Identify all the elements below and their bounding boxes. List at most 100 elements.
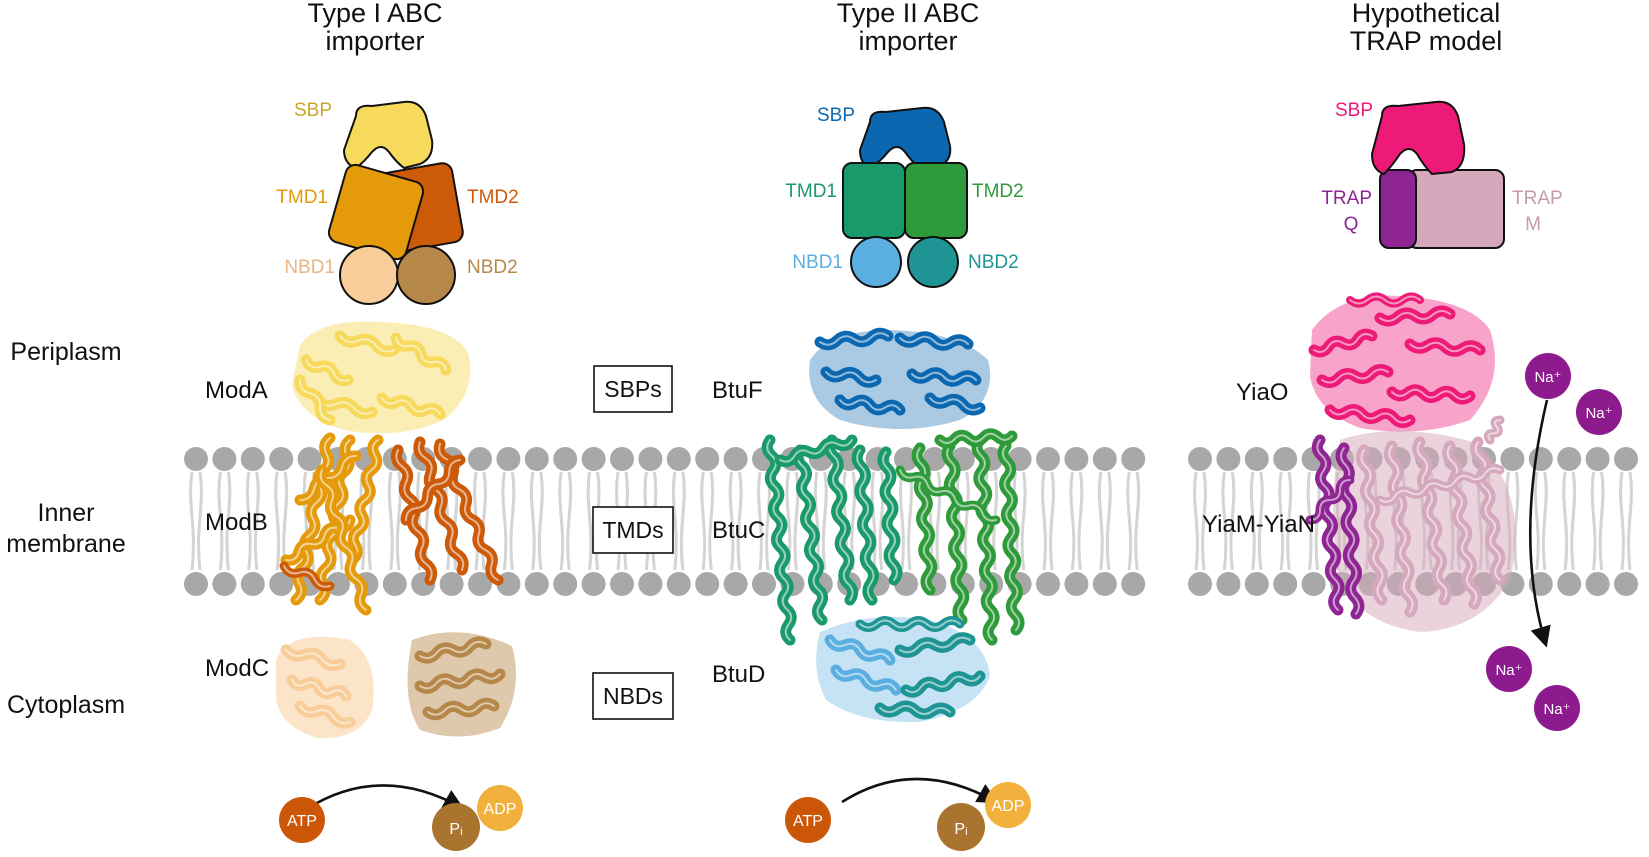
helix-highlight [899, 636, 971, 654]
lipid-tail [728, 471, 743, 571]
helix-highlight [946, 445, 965, 621]
helix-highlight [796, 449, 824, 621]
trap-q-shape [1379, 169, 1417, 249]
lipid-head [752, 572, 776, 596]
helix-highlight [305, 359, 349, 382]
legend-box-sbps: SBPs [593, 365, 673, 413]
helix-highlight [1487, 419, 1501, 441]
helix-highlight [1379, 467, 1501, 503]
type2-adp-label: ADP [992, 798, 1025, 815]
type2-atp-circle [785, 797, 831, 843]
helix-highlight [839, 399, 901, 411]
helix-highlight [825, 371, 877, 384]
lipid-head [468, 572, 492, 596]
legend-box-tmds: TMDs [592, 506, 674, 554]
na-ion-3 [1486, 646, 1532, 692]
protein-label-modb: ModB [205, 509, 268, 536]
helix-highlight [1446, 445, 1478, 605]
helix-highlight [351, 439, 379, 561]
lipid-head [1188, 572, 1212, 596]
lipid-head [1273, 447, 1298, 471]
lipid-head [1614, 572, 1638, 596]
lipid-tail [501, 471, 516, 571]
helix-highlight [779, 439, 853, 463]
svg-text:Type II ABC: Type II ABC [837, 0, 980, 28]
protein-label-yiam-yian: YiaM-YiaN [1202, 511, 1315, 538]
lipid-head [1064, 447, 1089, 471]
lipid-head [695, 447, 720, 471]
type1-nbd1-shape [339, 245, 399, 305]
lipid-head [1188, 447, 1212, 471]
type1-nbd2-shape [396, 245, 456, 305]
lipid-head [382, 572, 407, 596]
type2-pi-label: Pᵢ [954, 821, 967, 838]
helix-highlight [1391, 388, 1471, 401]
helix-highlight [299, 705, 351, 725]
protein-label-btud: BtuD [712, 661, 765, 688]
helix-highlight [1409, 341, 1481, 353]
helix-highlight [1379, 310, 1451, 322]
type2-adp-circle [985, 782, 1031, 828]
type1-hydrolysis-arrow [304, 784, 465, 812]
type2-hydrolysis-arrow [841, 777, 999, 804]
lipid-head [1121, 447, 1146, 471]
lipid-head [581, 572, 606, 596]
lipid-head [666, 447, 691, 471]
helix-highlight [879, 705, 951, 715]
helix-highlight [835, 669, 897, 691]
helix-highlight [1313, 333, 1373, 353]
type1-tmd2-label: TMD2 [467, 187, 519, 208]
lipid-head [1557, 572, 1582, 596]
helix-highlight [381, 397, 441, 415]
lipid-head [496, 447, 521, 471]
trap-schematic: SBP TRAP Q TRAP M [1321, 100, 1563, 249]
type2-atp-label: ATP [793, 813, 823, 830]
type1-tmd1-label: TMD1 [276, 187, 328, 208]
lipid-tail [1533, 471, 1548, 571]
lipid-head [212, 572, 237, 596]
trap-sbp-label: SBP [1335, 100, 1373, 121]
lipid-head [723, 572, 748, 596]
trap-q-label-line1: TRAP [1321, 188, 1372, 209]
na-ion-3-label: Na⁺ [1495, 662, 1522, 679]
helix-highlight [395, 337, 447, 371]
protein-label-moda: ModA [205, 377, 268, 404]
helix-highlight [899, 335, 969, 347]
svg-text:TRAP model: TRAP model [1350, 26, 1503, 56]
helix-highlight [419, 673, 501, 690]
lipid-head [269, 447, 294, 471]
lipid-head [1528, 447, 1553, 471]
helix-highlight [828, 439, 854, 601]
lipid-head [666, 572, 691, 596]
lipid-head [439, 572, 464, 596]
na-transport-arrow [1528, 399, 1551, 648]
lipid-tail [558, 471, 573, 571]
type1-sbp-shape [342, 100, 434, 170]
type1-atp-label: ATP [287, 813, 317, 830]
lipid-tail [1221, 471, 1236, 571]
lipid-head [1092, 572, 1117, 596]
title-type2: Type II ABC importer [837, 0, 980, 56]
helix-highlight [859, 619, 961, 629]
title-type1: Type I ABC importer [307, 0, 442, 56]
type1-nbd1-label: NBD1 [284, 257, 335, 278]
helix-highlight [1360, 449, 1384, 601]
helix-highlight [766, 439, 793, 641]
region-cytoplasm: Cytoplasm [7, 691, 125, 719]
type1-adp-label: ADP [484, 801, 517, 818]
helix-highlight [291, 679, 347, 697]
helix-highlight [829, 639, 891, 661]
svg-text:TMDs: TMDs [602, 517, 663, 543]
helix-highlight [1329, 408, 1411, 424]
lipid-head [184, 572, 208, 596]
lipid-head [240, 447, 265, 471]
na-ion-2-label: Na⁺ [1585, 405, 1612, 422]
lipid-head [1500, 447, 1525, 471]
protein-label-modc: ModC [205, 655, 269, 682]
lipid-head [1216, 447, 1241, 471]
type1-schematic: SBP TMD1 TMD2 NBD1 NBD2 [276, 100, 519, 305]
helix-highlight [283, 565, 331, 588]
helix-highlight [427, 702, 495, 716]
helix-highlight [905, 675, 981, 694]
lipid-tail [1126, 471, 1141, 571]
